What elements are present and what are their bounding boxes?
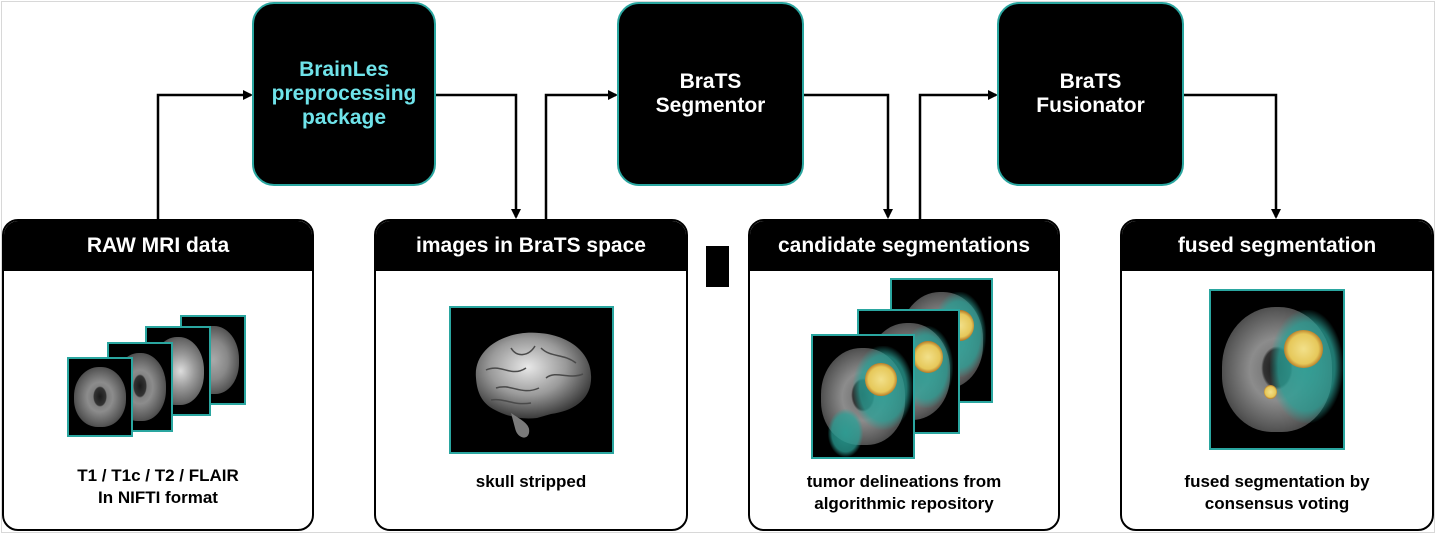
panel-caption: skull stripped [475, 472, 587, 491]
brainles-preprocessing-box: BrainLes preprocessing package [252, 2, 436, 186]
panel-caption: fused segmentation by consensus voting [1184, 472, 1370, 513]
panel-header: fused segmentation [1122, 221, 1432, 271]
arrow-bratsspace-to-segmentor [544, 90, 618, 219]
fused-segmentation-panel: fused segmentation fused segmentation by… [1120, 219, 1434, 531]
panel-caption: T1 / T1c / T2 / FLAIR In NIFTI format [77, 466, 239, 507]
candidate-segmentation-slice-1 [811, 334, 915, 459]
brats-segmentor-box: BraTS Segmentor [617, 2, 804, 186]
panel-caption: tumor delineations from algorithmic repo… [806, 472, 1002, 513]
brats-fusionator-box: BraTS Fusionator [997, 2, 1184, 186]
arrow-candidates-to-fusionator [918, 90, 998, 219]
panel-header: images in BraTS space [376, 221, 686, 271]
black-block [706, 246, 729, 287]
arrow-segmentor-to-candidates [804, 93, 893, 219]
skull-stripped-brain-image [449, 306, 614, 454]
candidate-segmentations-panel: candidate segmentations tumor delineatio… [748, 219, 1060, 531]
panel-header: candidate segmentations [750, 221, 1058, 271]
mri-slice-t1 [67, 357, 133, 437]
fused-segmentation-image [1209, 289, 1345, 450]
panel-header: RAW MRI data [4, 221, 312, 271]
arrow-brainles-to-bratsspace [436, 93, 521, 219]
arrow-fusionator-to-fused [1184, 93, 1281, 219]
brats-space-panel: images in BraTS space skull stripped [374, 219, 688, 531]
raw-mri-panel: RAW MRI data T1 / T1c / T2 / FLAIR In NI… [2, 219, 314, 531]
arrow-raw-to-brainles [156, 90, 253, 219]
